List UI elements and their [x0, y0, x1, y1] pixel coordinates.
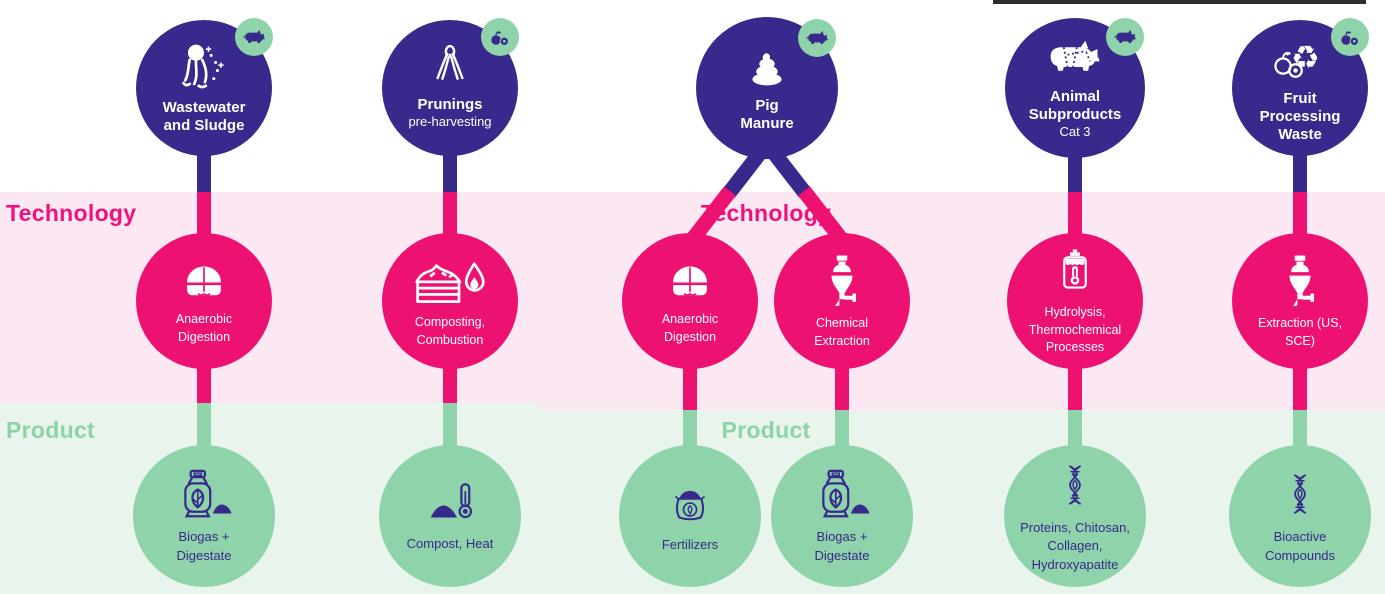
product-compost-heat: Compost, Heat [379, 445, 521, 587]
product-bioactive-compounds: Bioactive Compounds [1229, 445, 1371, 587]
feedstock-sublabel: Cat 3 [1059, 123, 1091, 139]
connector [683, 364, 697, 410]
product-proteins-chitosan: Proteins, Chitosan, Collagen, Hydroxyapa… [1004, 445, 1146, 587]
connector [197, 150, 211, 192]
connector [197, 364, 211, 403]
connector [197, 192, 211, 238]
connector [683, 410, 697, 448]
product-label: Fertilizers [661, 537, 719, 553]
fruit-feedstock-badge [481, 18, 519, 56]
digester-icon [673, 266, 707, 297]
recycle-fruit-icon: ♻ [1274, 38, 1320, 78]
manure-icon [752, 52, 782, 85]
technology-label: Anaerobic Digestion [175, 312, 233, 344]
gas-cylinder-pile-icon [822, 470, 870, 518]
technology-extraction-us-sce: Extraction (US, SCE) [1232, 233, 1368, 369]
connector [1293, 410, 1307, 448]
top-border-bar [993, 0, 1366, 4]
product-label: Proteins, Chitosan, Collagen, Hydroxyapa… [1020, 520, 1130, 572]
product-label: Biogas + Digestate [814, 529, 870, 563]
connector [197, 403, 211, 448]
pig-feedstock-badge [235, 18, 273, 56]
pig-feedstock-badge [798, 19, 836, 57]
technology-composting-combustion: Composting, Combustion [382, 233, 518, 369]
heated-vessel-icon [1063, 249, 1087, 289]
fertilizer-bag-icon [674, 491, 706, 521]
feedstock-label: Animal Subproducts [1028, 87, 1122, 123]
connector [443, 150, 457, 192]
connector [835, 410, 849, 448]
pig-icon [1114, 29, 1136, 44]
product-biogas-digestate-2: Biogas + Digestate [771, 445, 913, 587]
wastewater-icon [182, 44, 224, 88]
product-label-middle: Product [721, 417, 811, 443]
connector [1068, 410, 1082, 448]
technology-label: Composting, Combustion [414, 315, 486, 347]
butchered-pig-icon [1050, 40, 1100, 71]
digester-icon [187, 266, 221, 297]
dna-icon [1069, 465, 1081, 505]
technology-anaerobic-digestion-2: Anaerobic Digestion [622, 233, 758, 369]
technology-chemical-extraction: Chemical Extraction [774, 233, 910, 369]
separatory-funnel-icon [1289, 255, 1314, 307]
product-label-left: Product [6, 417, 95, 443]
connector [1293, 192, 1307, 238]
connector [1068, 364, 1082, 410]
feedstock-label: Pig Manure [740, 96, 794, 132]
connector [443, 403, 457, 448]
connector [1293, 150, 1307, 192]
connector [1068, 150, 1082, 192]
product-label: Bioactive Compounds [1264, 529, 1336, 563]
product-biogas-digestate-1: Biogas + Digestate [133, 445, 275, 587]
pruning-shears-icon [436, 45, 464, 81]
product-label: Compost, Heat [406, 535, 494, 551]
feedstock-prunings: Prunings pre-harvesting [382, 20, 518, 156]
product-fertilizers: Fertilizers [619, 445, 761, 587]
technology-label: Anaerobic Digestion [661, 312, 719, 344]
connector [443, 192, 457, 238]
feedstock-label: Wastewater and Sludge [162, 98, 246, 134]
connector [1293, 364, 1307, 410]
connector [443, 364, 457, 403]
product-label: Biogas + Digestate [176, 529, 232, 563]
separatory-funnel-icon [831, 255, 856, 307]
technology-label: Chemical Extraction [814, 316, 870, 348]
pig-icon [243, 29, 265, 44]
pig-feedstock-badge [1106, 18, 1144, 56]
dna-icon [1294, 474, 1306, 514]
technology-hydrolysis-thermochemical: Hydrolysis, Thermochemical Processes [1007, 233, 1143, 369]
gas-cylinder-pile-icon [184, 470, 232, 518]
connector [1068, 192, 1082, 238]
technology-label: Hydrolysis, Thermochemical Processes [1028, 305, 1122, 355]
fruit-icon [490, 30, 509, 46]
feedstock-sublabel: pre-harvesting [408, 114, 492, 130]
pig-icon [806, 30, 828, 45]
feedstock-label: Prunings [417, 96, 483, 114]
technology-label-left: Technology [6, 200, 137, 226]
compost-bin-flame-icon [415, 262, 485, 303]
feedstock-label: Fruit Processing Waste [1259, 89, 1341, 143]
fruit-feedstock-badge [1331, 18, 1369, 56]
connector [835, 364, 849, 410]
fruit-icon [1340, 30, 1359, 46]
technology-anaerobic-digestion-1: Anaerobic Digestion [136, 233, 272, 369]
pile-thermometer-icon [430, 483, 473, 519]
technology-label: Extraction (US, SCE) [1257, 316, 1343, 348]
